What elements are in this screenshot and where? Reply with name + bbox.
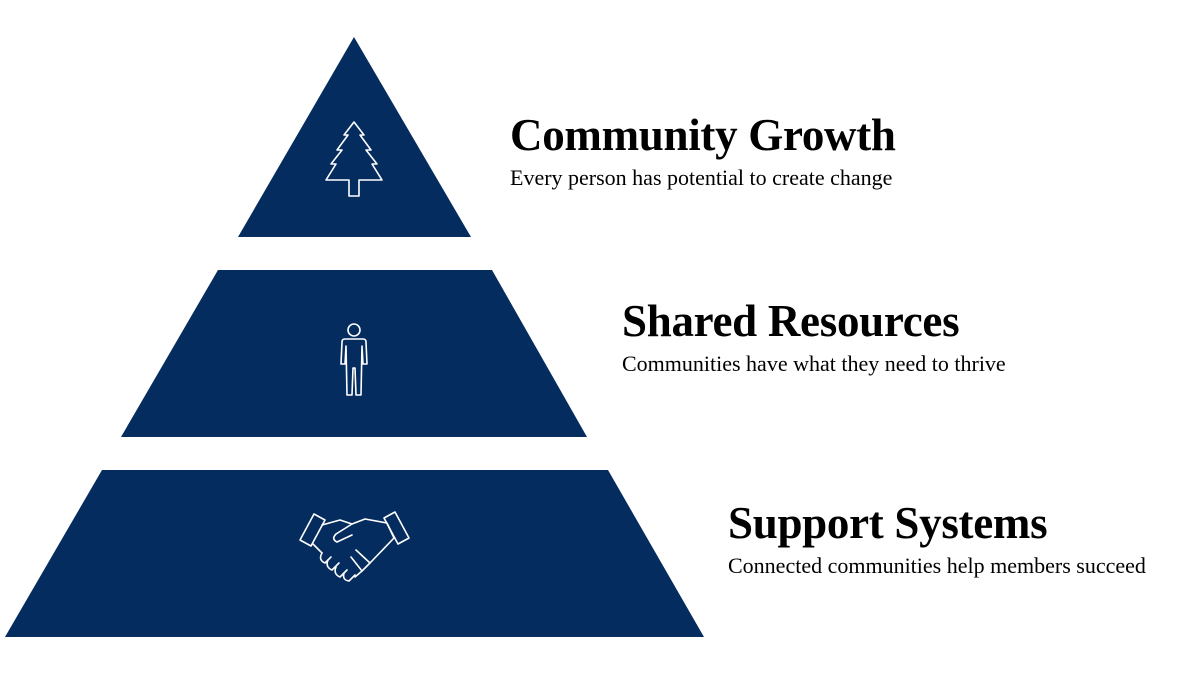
tier-middle-title: Shared Resources	[622, 296, 960, 346]
tier-middle	[121, 270, 587, 437]
handshake-icon	[299, 511, 410, 582]
tier-top	[238, 37, 471, 237]
tier-middle-description: Communities have what they need to thriv…	[622, 351, 1006, 376]
tier-middle-shape	[121, 270, 587, 437]
tree-icon	[325, 121, 383, 197]
tier-top-description: Every person has potential to create cha…	[510, 165, 893, 190]
tier-bottom-text: Support Systems Connected communities he…	[728, 497, 1146, 580]
tier-top-shape	[238, 37, 471, 237]
tier-middle-text: Shared Resources Communities have what t…	[622, 295, 1006, 378]
tier-top-title: Community Growth	[510, 110, 896, 160]
tier-bottom-title: Support Systems	[728, 498, 1048, 548]
tier-bottom	[5, 470, 704, 637]
person-icon	[340, 323, 368, 396]
tier-bottom-shape	[5, 470, 704, 637]
tier-top-text: Community Growth Every person has potent…	[510, 109, 896, 192]
tier-bottom-description: Connected communities help members succe…	[728, 553, 1146, 578]
